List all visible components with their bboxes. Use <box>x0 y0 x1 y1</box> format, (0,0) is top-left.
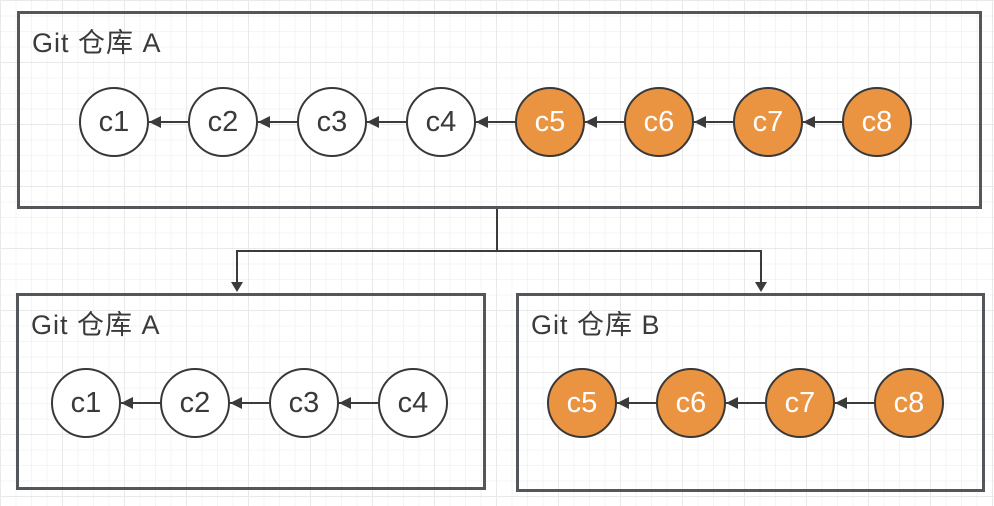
parent-arrow-icon <box>149 116 188 128</box>
repo-title-top: Git 仓库 A <box>32 28 162 58</box>
commit-node-c5: c5 <box>547 368 617 438</box>
commit-node-c6: c6 <box>624 87 694 157</box>
commit-node-c1: c1 <box>79 87 149 157</box>
commit-node-c7: c7 <box>733 87 803 157</box>
split-connector-drop-right <box>760 250 762 283</box>
commit-chain-bottom-left: c1 c2 c3 c4 <box>51 368 448 438</box>
repo-box-bottom-left: Git 仓库 A <box>16 293 486 490</box>
parent-arrow-icon <box>803 116 842 128</box>
commit-node-c3: c3 <box>269 368 339 438</box>
parent-arrow-icon <box>121 397 160 409</box>
parent-arrow-icon <box>694 116 733 128</box>
commit-node-c4: c4 <box>406 87 476 157</box>
commit-node-c4: c4 <box>378 368 448 438</box>
commit-node-c8: c8 <box>874 368 944 438</box>
parent-arrow-icon <box>367 116 406 128</box>
commit-node-c1: c1 <box>51 368 121 438</box>
commit-chain-top: c1 c2 c3 c4 c5 c6 c7 c8 <box>79 87 912 157</box>
parent-arrow-icon <box>585 116 624 128</box>
commit-node-c8: c8 <box>842 87 912 157</box>
parent-arrow-icon <box>835 397 874 409</box>
split-connector-bar <box>236 250 762 252</box>
down-arrow-icon <box>231 282 243 292</box>
repo-box-top: Git 仓库 A <box>17 11 982 209</box>
repo-box-bottom-right: Git 仓库 B <box>516 293 985 492</box>
commit-node-c7: c7 <box>765 368 835 438</box>
commit-node-c2: c2 <box>188 87 258 157</box>
repo-title-bottom-left: Git 仓库 A <box>31 310 161 340</box>
commit-node-c2: c2 <box>160 368 230 438</box>
parent-arrow-icon <box>476 116 515 128</box>
commit-node-c6: c6 <box>656 368 726 438</box>
parent-arrow-icon <box>230 397 269 409</box>
down-arrow-icon <box>755 282 767 292</box>
commit-node-c3: c3 <box>297 87 367 157</box>
parent-arrow-icon <box>339 397 378 409</box>
repo-title-bottom-right: Git 仓库 B <box>531 310 661 340</box>
parent-arrow-icon <box>617 397 656 409</box>
split-connector-drop-left <box>236 250 238 283</box>
commit-node-c5: c5 <box>515 87 585 157</box>
parent-arrow-icon <box>258 116 297 128</box>
split-connector-stem <box>496 209 498 252</box>
parent-arrow-icon <box>726 397 765 409</box>
commit-chain-bottom-right: c5 c6 c7 c8 <box>547 368 944 438</box>
